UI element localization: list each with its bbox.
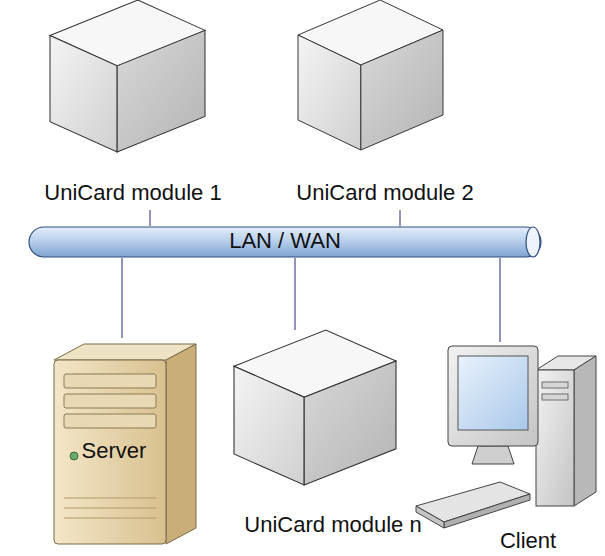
client-computer-node: Client bbox=[408, 342, 600, 554]
client-computer bbox=[408, 342, 600, 532]
module-cube bbox=[234, 330, 396, 485]
module-cube-part bbox=[234, 366, 304, 485]
server-tower-part bbox=[70, 452, 78, 460]
node-label: UniCard module n bbox=[226, 512, 440, 538]
client-computer-part bbox=[574, 356, 596, 506]
server-tower-part bbox=[64, 518, 156, 519]
client-computer-part bbox=[416, 506, 444, 528]
node-label: Client bbox=[478, 528, 578, 554]
server-tower-part bbox=[64, 394, 156, 408]
module-cube-part bbox=[50, 35, 117, 152]
server-tower-node: Server bbox=[44, 338, 204, 546]
server-tower-part bbox=[166, 344, 196, 544]
client-computer-part bbox=[458, 356, 528, 430]
network-label: LAN / WAN bbox=[28, 228, 542, 254]
node-label: Server bbox=[58, 438, 170, 464]
module-cube bbox=[298, 0, 443, 150]
module-cube-node: UniCard module 1 bbox=[4, 0, 262, 210]
client-computer-part bbox=[444, 494, 530, 528]
network-pipe-part bbox=[29, 227, 541, 257]
module-cube-node: UniCard module 2 bbox=[262, 0, 508, 210]
network-band: LAN / WAN bbox=[28, 226, 542, 258]
client-computer-part bbox=[472, 446, 514, 464]
module-cube-node: UniCard module n bbox=[226, 330, 440, 544]
network-link bbox=[294, 258, 295, 330]
server-tower-part bbox=[64, 374, 156, 388]
network-link bbox=[149, 210, 150, 226]
client-computer-part bbox=[448, 346, 538, 446]
module-cube-part bbox=[298, 35, 361, 150]
module-cube-part bbox=[304, 361, 396, 485]
node-label: UniCard module 1 bbox=[4, 180, 262, 206]
server-tower-part bbox=[64, 508, 156, 509]
client-computer-part bbox=[542, 382, 568, 388]
network-pipe-part bbox=[526, 227, 540, 257]
module-cube-part bbox=[117, 30, 205, 152]
client-computer-part bbox=[536, 370, 574, 506]
network-link bbox=[121, 258, 122, 338]
server-tower-part bbox=[64, 414, 156, 428]
module-cube bbox=[50, 0, 205, 152]
server-tower-part bbox=[64, 498, 156, 499]
client-computer-part bbox=[542, 394, 568, 400]
network-link bbox=[499, 258, 500, 342]
node-label: UniCard module 2 bbox=[262, 180, 508, 206]
network-link bbox=[399, 210, 400, 226]
module-cube-part bbox=[361, 30, 443, 150]
